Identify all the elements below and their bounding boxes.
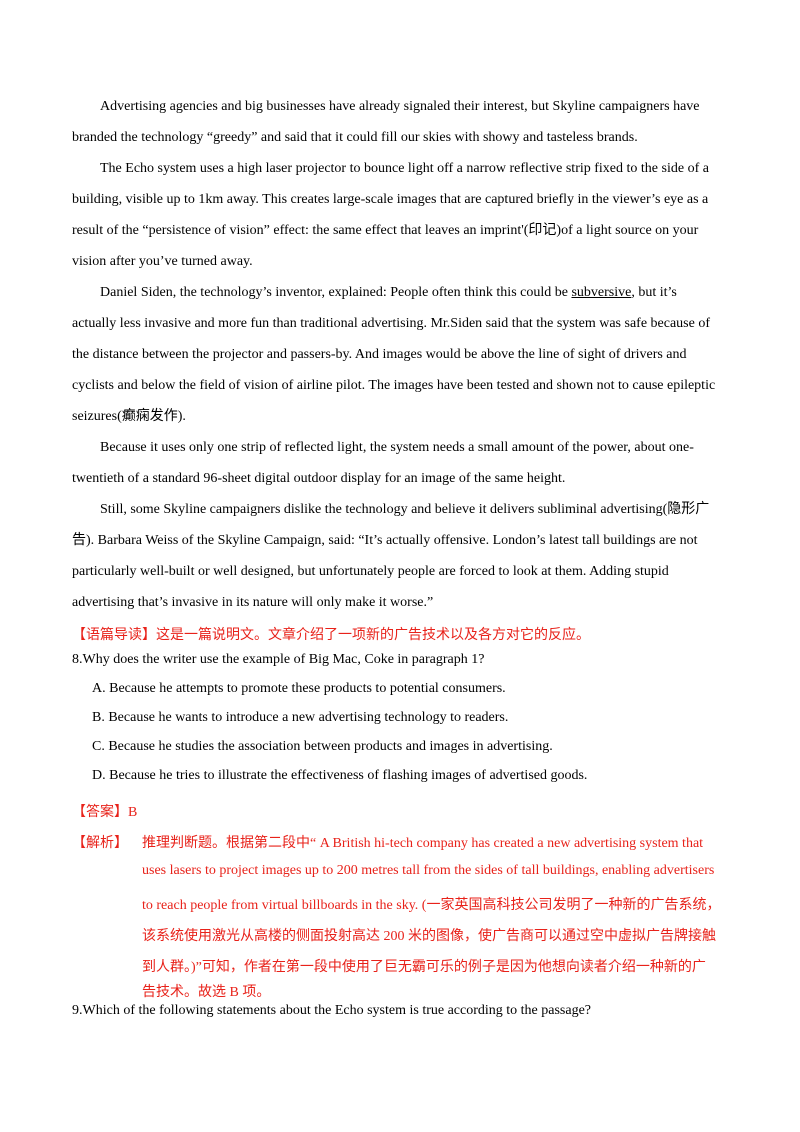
text-line: building, visible up to 1km away. This c… xyxy=(72,192,709,207)
guide-text: 这是一篇说明文。文章介绍了一项新的广告技术以及各方对它的反应。 xyxy=(156,628,590,643)
text-segment: Daniel Siden, the technology’s inventor,… xyxy=(100,285,572,300)
text-line: particularly well-built or well designed… xyxy=(72,564,669,579)
passage-paragraph-2: The Echo system uses a high laser projec… xyxy=(72,153,732,277)
explanation-line: 该系统使用激光从高楼的侧面投射高达 200 米的图像，使广告商可以通过空中虚拟广… xyxy=(142,929,716,944)
explanation-line: 到人群。)”可知，作者在第一段中使用了巨无霸可乐的例子是因为他想向读者介绍一种新… xyxy=(142,960,706,975)
text-segment: , but it’s xyxy=(631,285,677,300)
passage-paragraph-4: Because it uses only one strip of reflec… xyxy=(72,432,732,494)
answer-line: 【答案】B xyxy=(72,801,137,821)
question-8-option-a: A. Because he attempts to promote these … xyxy=(92,681,506,696)
text-line: seizures(癫痫发作). xyxy=(72,409,186,424)
guide-label: 【语篇导读】 xyxy=(72,628,156,643)
text-line: branded the technology “greedy” and said… xyxy=(72,130,638,145)
text-line: Advertising agencies and big businesses … xyxy=(100,99,700,114)
question-9-stem: 9.Which of the following statements abou… xyxy=(72,1003,592,1018)
underlined-word: subversive xyxy=(571,285,632,300)
passage-paragraph-3: Daniel Siden, the technology’s inventor,… xyxy=(72,277,732,432)
question-8-option-c: C. Because he studies the association be… xyxy=(92,739,553,754)
explanation-line: 推理判断题。根据第二段中“ A British hi-tech company … xyxy=(142,836,704,851)
text-line: Daniel Siden, the technology’s inventor,… xyxy=(72,277,732,308)
question-8-option-d: D. Because he tries to illustrate the ef… xyxy=(92,768,588,783)
text-line: advertising that’s invasive in its natur… xyxy=(72,595,434,610)
text-line: The Echo system uses a high laser projec… xyxy=(100,161,709,176)
text-line: twentieth of a standard 96-sheet digital… xyxy=(72,471,566,486)
reading-guide: 【语篇导读】这是一篇说明文。文章介绍了一项新的广告技术以及各方对它的反应。 xyxy=(72,624,590,644)
text-line: actually less invasive and more fun than… xyxy=(72,316,710,331)
text-line: vision after you’ve turned away. xyxy=(72,254,253,269)
explanation-label: 【解析】 xyxy=(72,836,128,851)
text-line: Because it uses only one strip of reflec… xyxy=(100,440,694,455)
text-line: cyclists and below the field of vision o… xyxy=(72,378,716,393)
question-8-stem: 8.Why does the writer use the example of… xyxy=(72,652,485,667)
text-line: Still, some Skyline campaigners dislike … xyxy=(100,502,710,517)
answer-label: 【答案】 xyxy=(72,805,128,820)
passage-paragraph-5: Still, some Skyline campaigners dislike … xyxy=(72,494,732,618)
question-8-option-b: B. Because he wants to introduce a new a… xyxy=(92,710,509,725)
explanation-line: uses lasers to project images up to 200 … xyxy=(142,863,715,878)
text-line: result of the “persistence of vision” ef… xyxy=(72,223,699,238)
answer-value: B xyxy=(128,805,138,820)
text-line: 告). Barbara Weiss of the Skyline Campaig… xyxy=(72,533,698,548)
explanation-line: 告技术。故选 B 项。 xyxy=(142,985,271,1000)
explanation-line: to reach people from virtual billboards … xyxy=(142,898,721,913)
passage-paragraph-1: Advertising agencies and big businesses … xyxy=(72,91,732,153)
text-line: the distance between the projector and p… xyxy=(72,347,687,362)
